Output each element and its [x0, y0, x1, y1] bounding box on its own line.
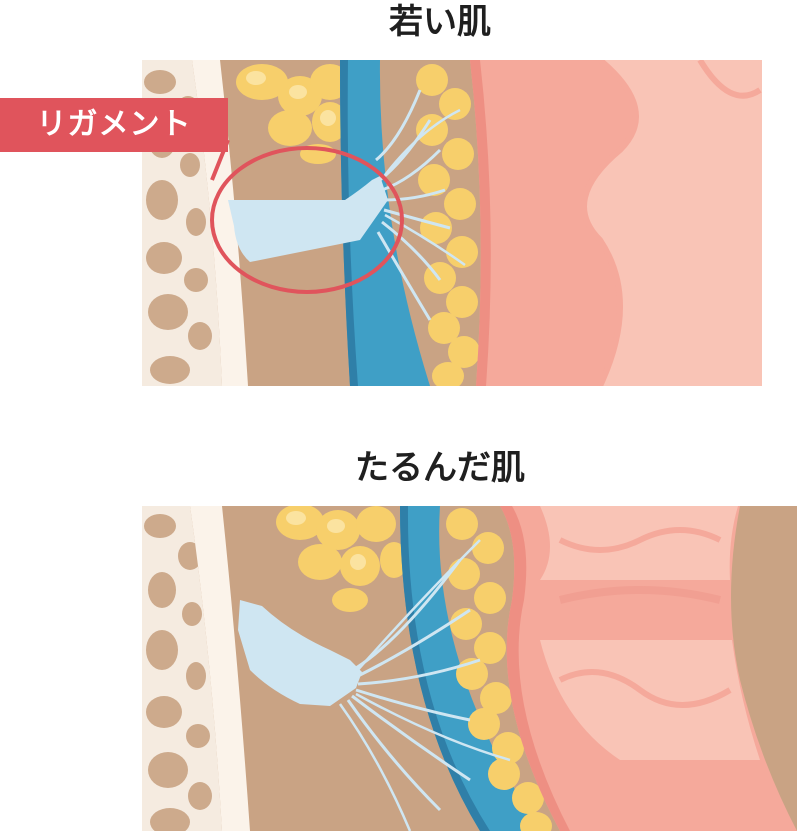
ligament [228, 89, 466, 321]
ligament-sagging [238, 539, 511, 831]
ligament-callout-label: リガメント [0, 98, 228, 152]
periosteum-layer-sagging [190, 506, 250, 831]
panel-title-young-skin: 若い肌 [389, 2, 491, 42]
panel-title-sagging-skin: たるんだ肌 [355, 448, 525, 488]
ligament-callout-circle [210, 146, 404, 294]
dermis-light-layer [540, 60, 762, 386]
bone-spots-sagging [144, 514, 212, 831]
